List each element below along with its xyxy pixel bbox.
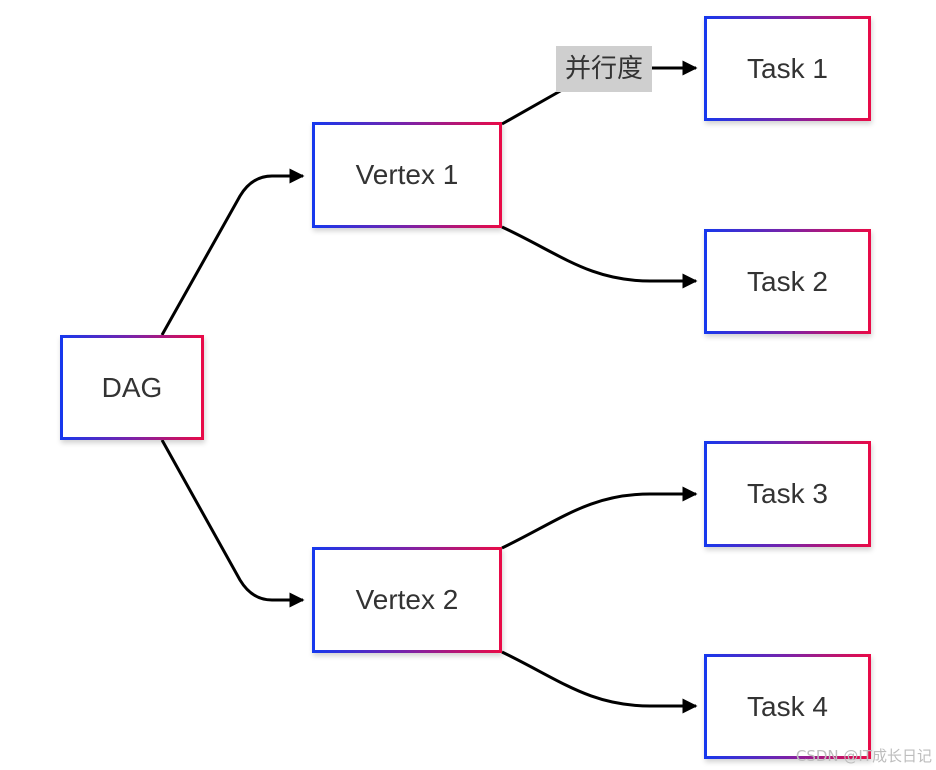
node-task-2-label: Task 2 <box>747 265 828 297</box>
node-task-3-label: Task 3 <box>747 478 828 509</box>
edge-vertex1-task1 <box>501 68 696 126</box>
node-vertex-2-label: Vertex 2 <box>355 584 459 615</box>
node-dag[interactable]: DAG <box>60 335 204 440</box>
node-task-4[interactable]: Task 4 <box>704 654 871 759</box>
node-dag-label: DAG <box>101 371 163 403</box>
node-task-2[interactable]: Task 2 <box>704 229 871 334</box>
node-task-1-label: Task 1 <box>747 52 828 84</box>
node-task-1[interactable]: Task 1 <box>704 16 871 121</box>
edge-vertex2-task3 <box>501 486 698 550</box>
node-task-3[interactable]: Task 3 <box>704 441 871 547</box>
edge-label-parallelism: 并行度 <box>556 46 652 92</box>
edge-dag-vertex1 <box>160 168 305 336</box>
node-vertex-2[interactable]: Vertex 2 <box>312 547 502 653</box>
node-task-4-label: Task 4 <box>747 690 828 722</box>
node-vertex-1[interactable]: Vertex 1 <box>312 122 502 228</box>
edge-vertex1-task2 <box>501 225 698 289</box>
csdn-watermark: CSDN @IT成长日记 <box>795 747 932 765</box>
edge-dag-vertex2 <box>160 439 305 608</box>
edge-vertex2-task4 <box>501 650 698 714</box>
node-vertex-1-label: Vertex 1 <box>355 159 459 190</box>
